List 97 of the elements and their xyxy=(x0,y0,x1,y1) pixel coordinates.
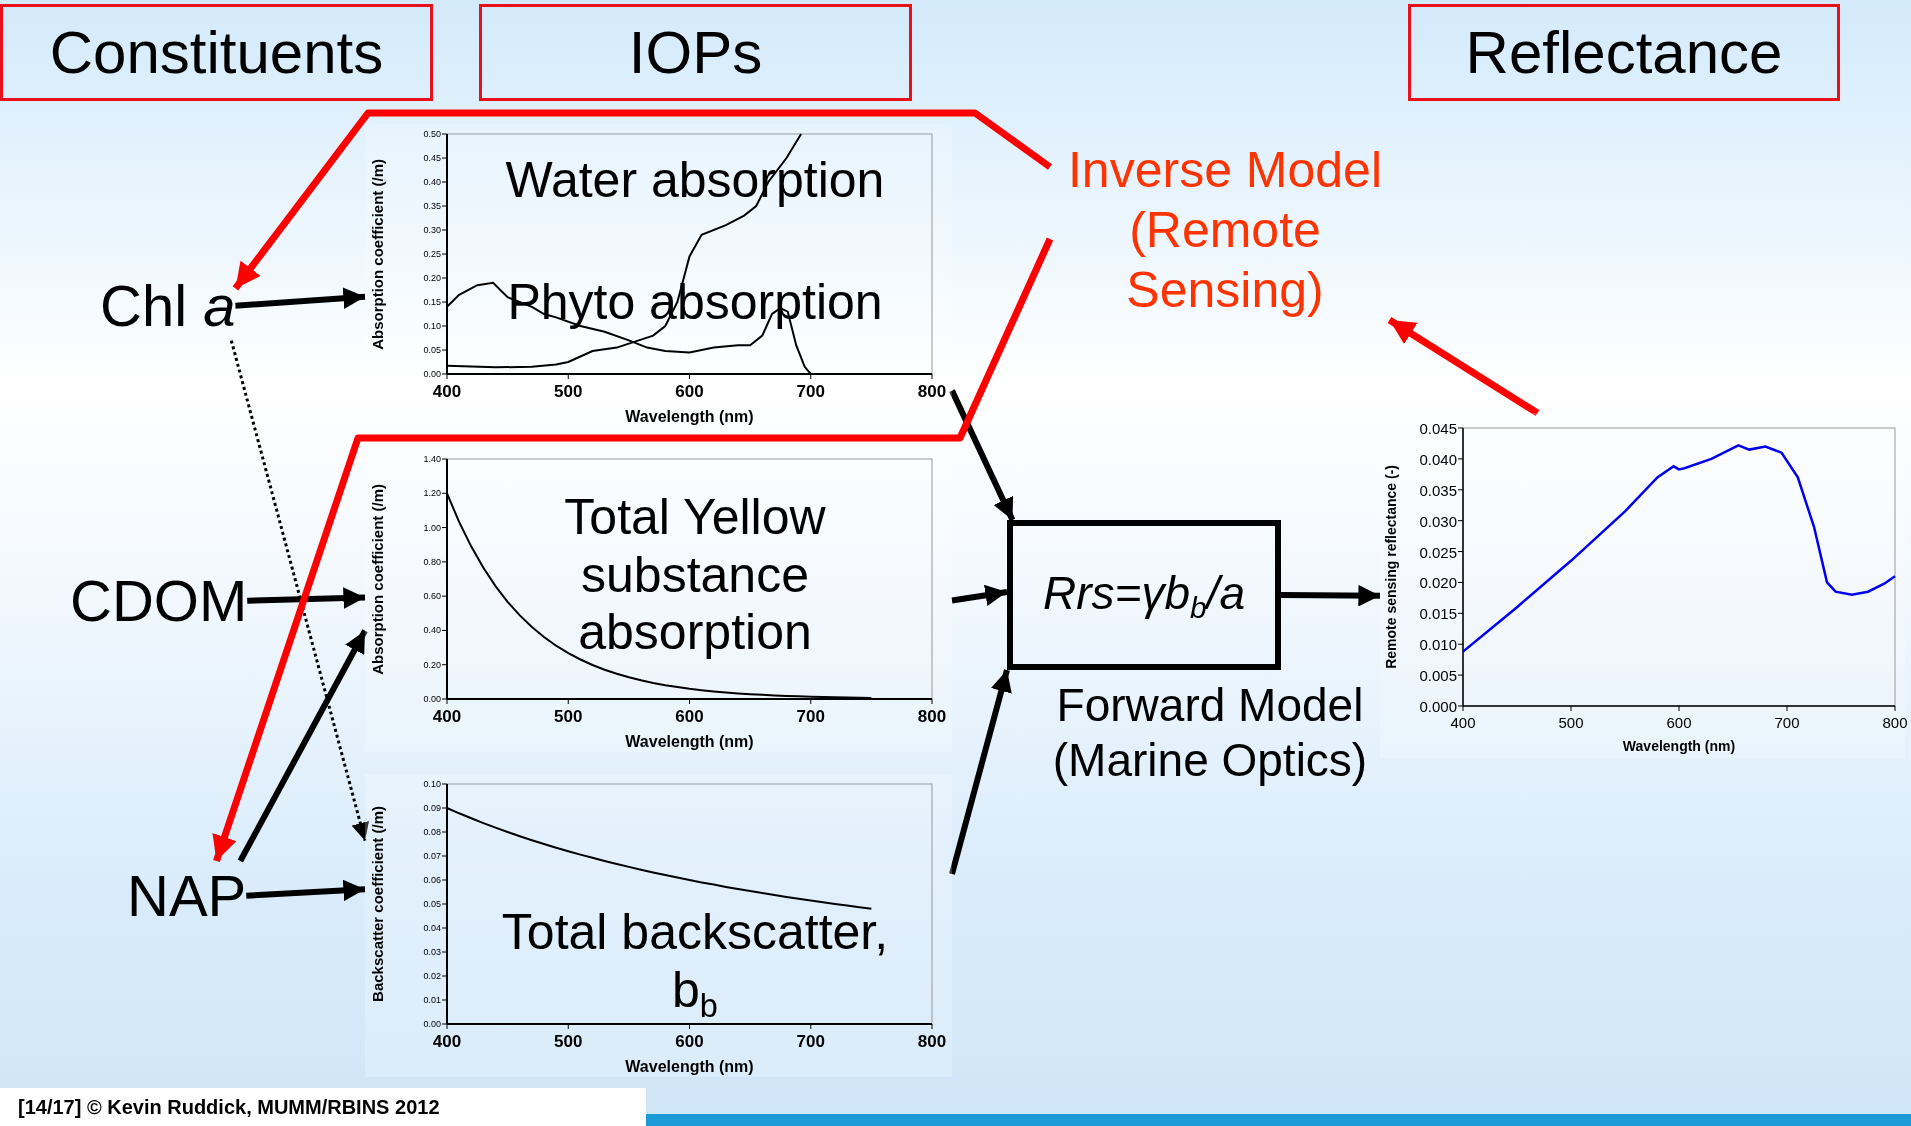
tick-label: 0.03 xyxy=(423,947,441,957)
heading-box xyxy=(0,4,433,101)
arrow xyxy=(237,629,368,863)
tick-label: 0.06 xyxy=(423,875,441,885)
tick-label: 0.035 xyxy=(1419,481,1457,499)
axis-title: Absorption coefficient (/m) xyxy=(369,158,386,350)
arrow xyxy=(246,879,366,902)
tick-label: 0.30 xyxy=(423,225,441,235)
tick-label: 600 xyxy=(675,382,704,402)
tick-label: 500 xyxy=(1558,714,1584,731)
constituent-label: CDOM xyxy=(70,566,248,636)
tick-label: 400 xyxy=(432,1032,462,1052)
tick-label: 0.07 xyxy=(423,851,441,861)
model-caption: Forward Model (Marine Optics) xyxy=(1051,678,1369,789)
equation-text: Rrs=γb$_{b}$/a xyxy=(1043,565,1245,625)
tick-label: 0.040 xyxy=(1419,450,1457,468)
heading-box xyxy=(479,4,912,101)
tick-label: 0.025 xyxy=(1419,543,1457,561)
arrow xyxy=(949,669,1012,875)
tick-label: 0.15 xyxy=(423,297,441,307)
chart-title: Total Yellow substance absorption xyxy=(563,489,827,662)
tick-label: 0.35 xyxy=(423,201,441,211)
tick-label: 0.02 xyxy=(423,971,441,981)
tick-label: 400 xyxy=(432,707,462,727)
heading-text: IOPs xyxy=(628,18,763,87)
axis-title: Wavelength (nm) xyxy=(1622,738,1736,754)
tick-label: 0.20 xyxy=(423,659,441,670)
tick-label: 0.005 xyxy=(1419,666,1457,684)
arrow xyxy=(949,389,1016,522)
tick-label: 0.20 xyxy=(423,273,441,283)
tick-label: 500 xyxy=(554,382,583,402)
arrow xyxy=(235,287,366,309)
tick-label: 0.40 xyxy=(423,625,441,636)
chart-title: Total backscatter, b$_{b}$ xyxy=(500,904,890,1025)
arrow xyxy=(212,237,1054,863)
tick-label: 1.40 xyxy=(423,454,441,464)
tick-label: 0.000 xyxy=(1419,697,1457,715)
heading-text: Constituents xyxy=(49,18,384,87)
constituent-label: NAP xyxy=(127,861,247,931)
tick-label: 0.020 xyxy=(1419,573,1457,591)
tick-label: 1.20 xyxy=(423,488,441,499)
tick-label: 0.45 xyxy=(423,153,441,163)
tick-label: 700 xyxy=(796,707,825,727)
tick-label: 800 xyxy=(1882,714,1908,731)
tick-label: 0.10 xyxy=(423,321,441,331)
tick-label: 0.08 xyxy=(423,827,441,837)
arrow xyxy=(232,109,1053,291)
tick-label: 0.40 xyxy=(423,177,441,187)
tick-label: 800 xyxy=(917,707,947,727)
heading-box xyxy=(1408,4,1840,101)
tick-label: 0.045 xyxy=(1419,419,1457,437)
tick-label: 0.05 xyxy=(423,345,441,355)
tick-label: 0.80 xyxy=(423,556,441,567)
tick-label: 700 xyxy=(1774,714,1800,731)
arrow xyxy=(1387,317,1540,416)
tick-label: 600 xyxy=(1666,714,1692,731)
constituent-label: Chl a xyxy=(100,271,236,341)
axis-title: Backscatter coefficient (/m) xyxy=(369,806,386,1002)
equation-box xyxy=(1007,520,1281,670)
tick-label: 0.10 xyxy=(423,779,441,789)
tick-label: 0.25 xyxy=(423,249,441,259)
footer-note: [14/17] © Kevin Ruddick, MUMM/RBINS 2012 xyxy=(18,1096,440,1119)
tick-label: 700 xyxy=(796,1032,825,1052)
axis-title: Wavelength (nm) xyxy=(625,1058,754,1076)
tick-label: 800 xyxy=(917,382,947,402)
tick-label: 0.04 xyxy=(423,923,441,933)
tick-label: 0.010 xyxy=(1419,635,1457,653)
arrow xyxy=(1280,584,1381,607)
line-chart xyxy=(365,774,952,1077)
tick-label: 400 xyxy=(1450,714,1476,731)
arrow xyxy=(247,587,366,609)
arrow xyxy=(951,584,1008,606)
tick-label: 0.00 xyxy=(423,694,441,704)
model-label: Inverse Model (Remote Sensing) xyxy=(1050,140,1400,320)
tick-label: 800 xyxy=(917,1032,947,1052)
tick-label: 400 xyxy=(432,382,462,402)
tick-label: 0.00 xyxy=(423,1019,441,1029)
arrow xyxy=(229,340,370,842)
axis-title: Absorption coefficient (/m) xyxy=(369,483,386,675)
tick-label: 1.00 xyxy=(423,522,441,533)
axis-title: Wavelength (nm) xyxy=(625,408,754,426)
tick-label: 500 xyxy=(554,707,583,727)
tick-label: 0.60 xyxy=(423,591,441,602)
tick-label: 600 xyxy=(675,707,704,727)
tick-label: 0.00 xyxy=(423,369,441,379)
tick-label: 500 xyxy=(554,1032,583,1052)
tick-label: 0.015 xyxy=(1419,604,1457,622)
tick-label: 0.50 xyxy=(423,129,441,139)
heading-text: Reflectance xyxy=(1465,18,1783,87)
tick-label: 700 xyxy=(796,382,825,402)
tick-label: 0.05 xyxy=(423,899,441,909)
tick-label: 0.09 xyxy=(423,803,441,813)
tick-label: 0.01 xyxy=(423,995,441,1005)
tick-label: 600 xyxy=(675,1032,704,1052)
axis-title: Wavelength (nm) xyxy=(625,733,754,751)
axis-title: Remote sensing reflectance (-) xyxy=(1383,465,1399,669)
tick-label: 0.030 xyxy=(1419,512,1457,530)
